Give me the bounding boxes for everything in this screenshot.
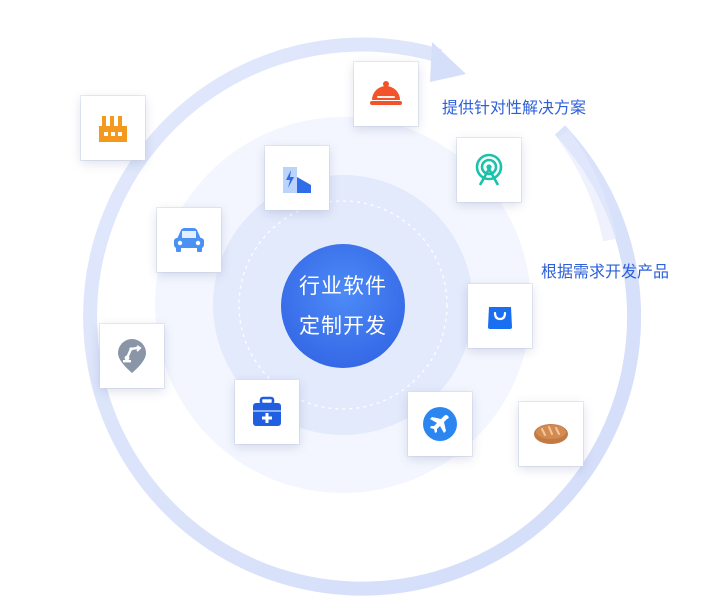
shopping-bag-icon [488, 307, 512, 329]
tile-healthcare[interactable] [235, 380, 299, 444]
dashed-ring [238, 200, 448, 410]
radio-signal-icon [475, 153, 503, 186]
robot-arm-pin-icon [118, 339, 146, 373]
center-label: 行业软件 定制开发 [281, 244, 405, 368]
tile-automotive[interactable] [157, 208, 221, 272]
center-line-1: 行业软件 [299, 274, 387, 298]
core-circle [281, 244, 405, 368]
power-building-icon [283, 167, 311, 193]
outer-ring [83, 37, 642, 596]
medical-kit-icon [253, 396, 281, 426]
center-line-2: 定制开发 [299, 314, 387, 338]
tile-energy[interactable] [265, 146, 329, 210]
tile-retail[interactable] [468, 284, 532, 348]
tile-manufacturing[interactable] [81, 96, 145, 160]
tile-industrial-robotics[interactable] [100, 324, 164, 388]
airplane-icon [423, 407, 457, 441]
tile-catering[interactable] [354, 62, 418, 126]
tile-food-products[interactable] [519, 402, 583, 466]
tile-communication[interactable] [457, 138, 521, 202]
car-icon [174, 228, 204, 252]
factory-icon [99, 116, 127, 142]
ring-arrow-head [430, 42, 466, 82]
caption-products: 根据需求开发产品 [541, 262, 670, 281]
bread-icon [534, 424, 568, 444]
outer-ring-tail [557, 129, 617, 242]
food-cloche-icon [370, 81, 402, 105]
tile-aviation[interactable] [408, 392, 472, 456]
caption-solutions: 提供针对性解决方案 [442, 98, 587, 117]
